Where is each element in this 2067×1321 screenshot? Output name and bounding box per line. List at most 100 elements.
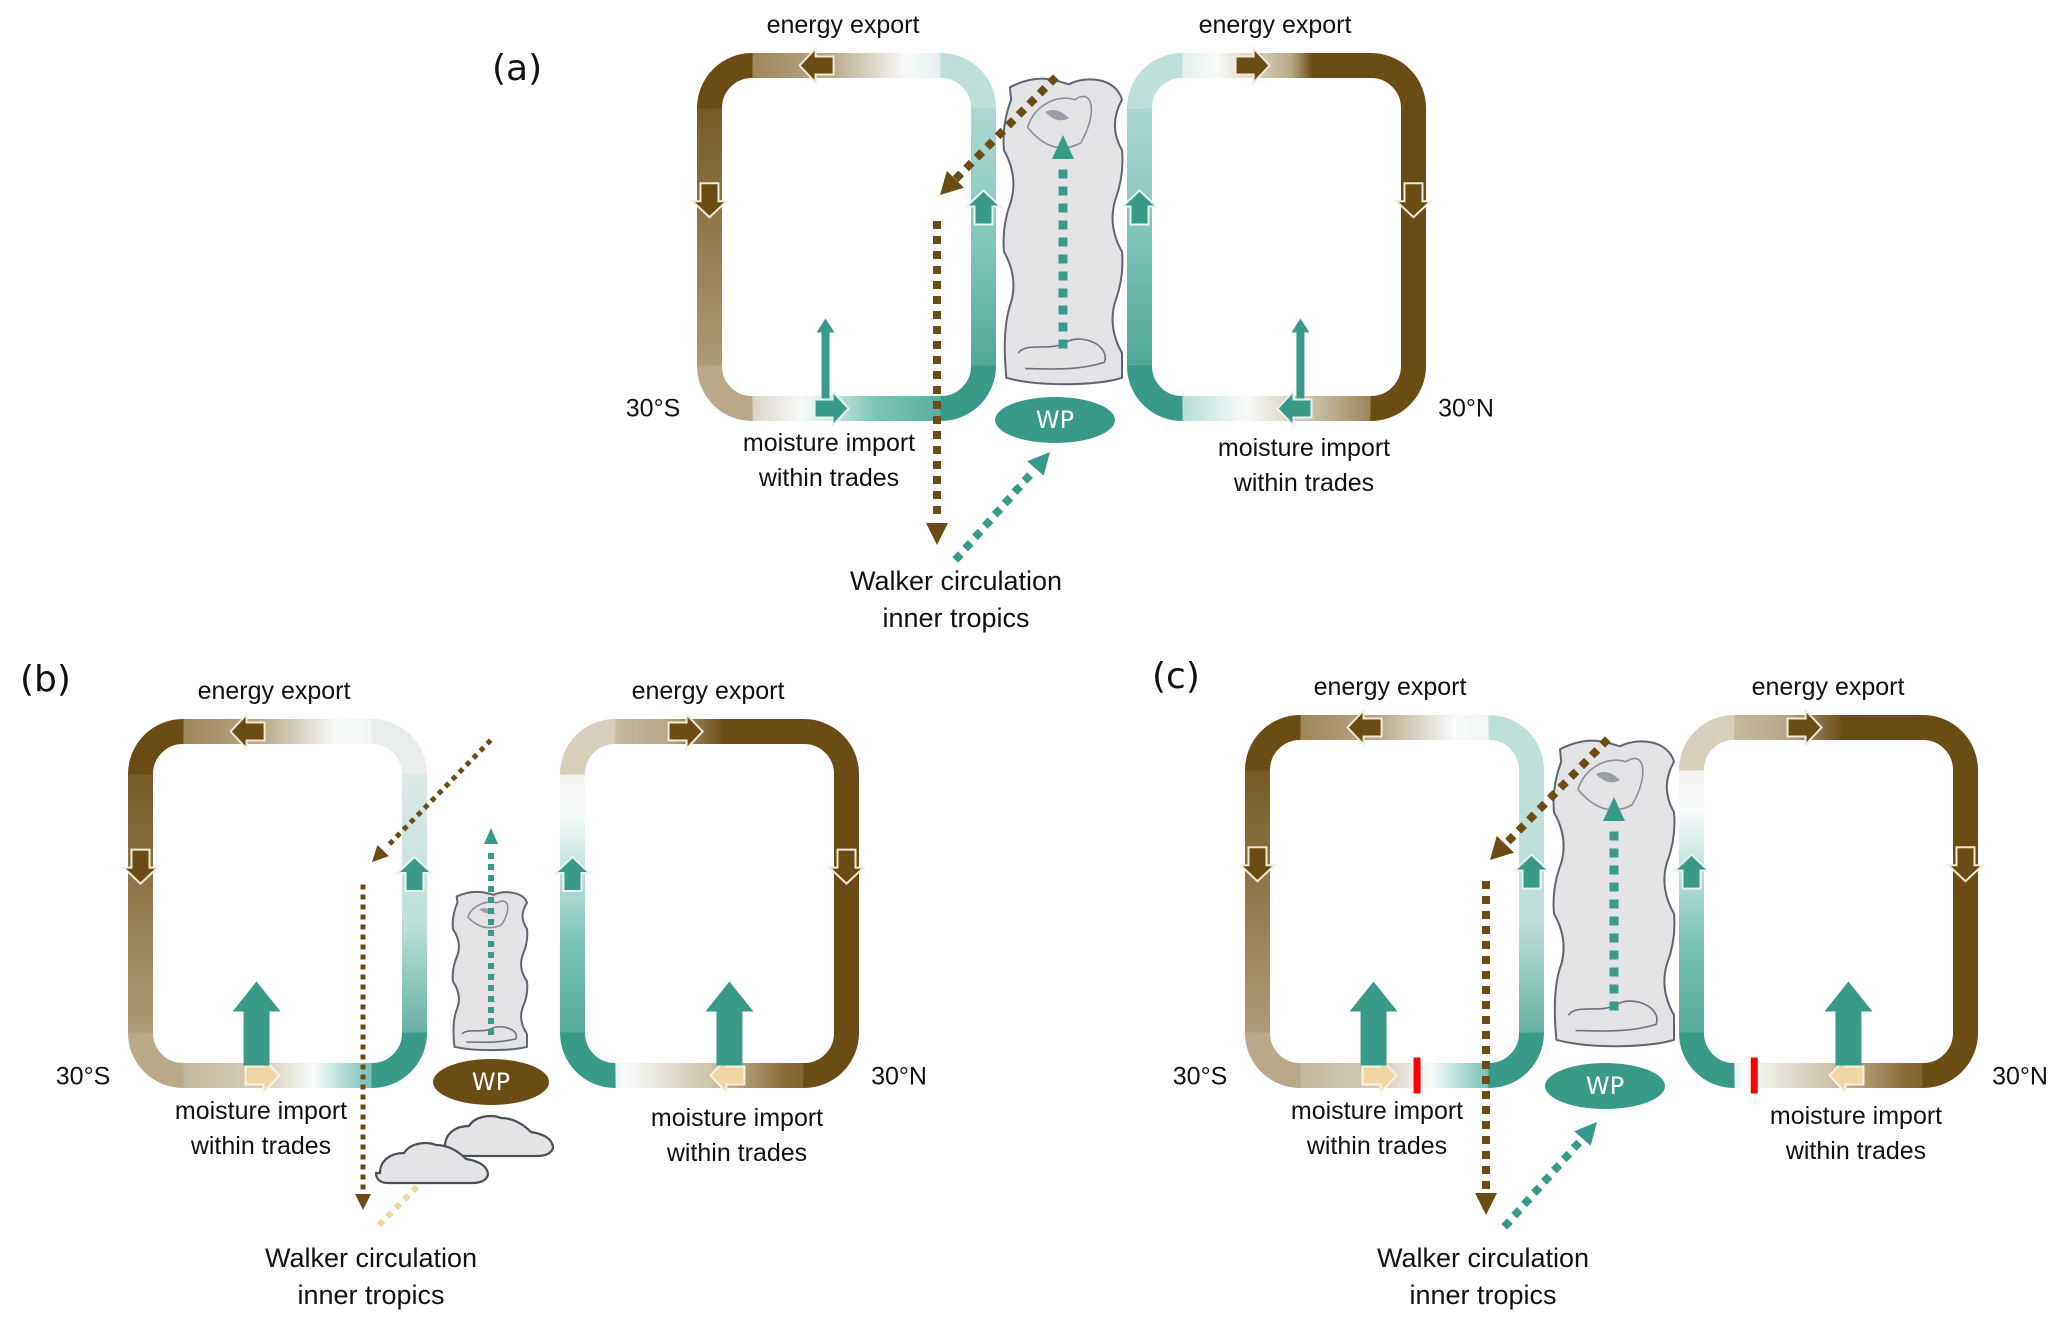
trade-wind-arrow-south <box>813 388 850 429</box>
arrow-dot <box>1609 865 1619 875</box>
arrow-dot <box>360 1014 366 1020</box>
arrow-dot <box>1531 1184 1543 1196</box>
arrow-dot <box>1011 483 1023 495</box>
arrow-dot <box>360 1084 366 1090</box>
panel-c-moisture-import-left-label: moisture import within trades <box>1291 1094 1463 1164</box>
trade-wind-arrow-north <box>1828 1055 1865 1096</box>
arrow-dot <box>1058 203 1068 213</box>
subsidence-arrow-north <box>1945 846 1986 883</box>
arrow-dot <box>410 1184 420 1194</box>
loop-corner-bottom-right <box>1921 1031 1978 1088</box>
arrow-dot <box>994 127 1007 140</box>
loop-corner-bottom-left <box>697 364 754 421</box>
arrow-dot <box>488 985 494 991</box>
arrow-dot <box>1599 736 1611 748</box>
arrow-dot <box>1482 1061 1490 1069</box>
arrow-dot <box>1501 1218 1513 1230</box>
arrow-dot <box>1515 822 1527 834</box>
arrow-dot <box>991 506 1004 518</box>
arrow-dot <box>1482 986 1490 994</box>
arrow-dot <box>933 266 941 274</box>
panel-c-lat-south-label: 30°S <box>1172 1062 1228 1091</box>
arrow-dot <box>933 506 941 514</box>
subsidence-arrow-north <box>1393 182 1434 219</box>
arrow-dot <box>488 974 494 980</box>
loop-corner-top-left <box>1679 715 1736 772</box>
arrow-dot <box>1521 1195 1533 1208</box>
arrow-dot <box>933 326 941 334</box>
arrow-dot <box>1609 916 1619 926</box>
cloud-column-core <box>1045 110 1069 121</box>
arrow-dot <box>360 1154 366 1160</box>
arrow-dot <box>1482 956 1490 964</box>
southern-hadley-cell <box>697 53 996 421</box>
arrow-dot <box>360 1144 366 1150</box>
walker-descent-arrow <box>926 221 948 545</box>
arrow-dot <box>360 904 366 910</box>
loop-corner-bottom-left <box>1679 1031 1736 1088</box>
arrow-dot <box>1482 1091 1490 1099</box>
panel-a-energy-export-right-label: energy export <box>1198 11 1352 39</box>
arrow-dot <box>393 1201 403 1211</box>
arrow-head <box>1603 797 1625 821</box>
loop-corner-top-right <box>802 719 859 776</box>
convection-arrow <box>484 828 498 1035</box>
loop-corner-bottom-right <box>1369 364 1426 421</box>
arrow-dot <box>933 461 941 469</box>
arrow-dot <box>1536 800 1548 813</box>
label-line: within trades <box>1785 1137 1927 1165</box>
arrow-dot <box>962 540 974 552</box>
arrow-dot <box>360 1114 366 1120</box>
arrow-head <box>372 844 389 862</box>
subsidence-arrow-south <box>1237 846 1278 883</box>
convective-cloud-column <box>1552 739 1676 1048</box>
arrow-dot <box>360 1054 366 1060</box>
arrow-dot <box>1609 831 1619 841</box>
arrow-dot <box>1609 933 1619 943</box>
label-line: moisture import <box>1217 434 1391 462</box>
arrow-dot <box>933 476 941 484</box>
arrow-dot <box>1609 1001 1619 1011</box>
arrow-dot <box>973 149 986 161</box>
loop-corner-top-right <box>370 719 427 776</box>
arrow-dot <box>436 788 444 796</box>
arrow-dot <box>360 1184 366 1190</box>
ascent-arrow-south <box>963 189 1004 226</box>
arrow-dot <box>933 431 941 439</box>
arrow-head <box>926 523 948 545</box>
arrow-dot <box>1482 926 1490 934</box>
arrow-dot <box>1609 984 1619 994</box>
panel-b-energy-export-right-label: energy export <box>631 677 785 705</box>
arrow-dot <box>1546 790 1559 802</box>
energy-export-arrow-north <box>667 711 704 752</box>
ascent-arrow-north <box>1671 853 1712 890</box>
arrow-dot <box>1526 811 1538 823</box>
ascent-arrow-south <box>394 855 435 892</box>
ascent-arrow-north <box>552 855 593 892</box>
arrow-dot <box>360 1034 366 1040</box>
arrow-dot <box>488 952 494 958</box>
cloud-column-base <box>461 1026 518 1044</box>
small-cloud-back <box>439 1115 555 1158</box>
walker-upper-branch-arrow <box>372 738 493 862</box>
arrow-dot <box>933 221 941 229</box>
loop-corner-bottom-right <box>370 1031 427 1088</box>
arrow-dot <box>1058 271 1068 281</box>
arrow-dot <box>360 894 366 900</box>
arrow-dot <box>952 170 965 182</box>
panel-c-energy-export-right-label: energy export <box>1751 673 1905 701</box>
label-line: moisture import <box>1290 1097 1464 1125</box>
arrow-dot <box>360 1064 366 1070</box>
arrow-dot <box>457 767 465 775</box>
label-line: within trades <box>1233 469 1375 497</box>
arrow-dot <box>488 941 494 947</box>
energy-export-arrow-south <box>229 711 266 752</box>
arrow-dot <box>1021 472 1033 484</box>
energy-export-arrow-north <box>1234 45 1271 86</box>
convection-arrow <box>1603 797 1625 1011</box>
arrow-dot <box>488 908 494 914</box>
label-line: Walker circulation <box>849 566 1063 596</box>
arrow-dot <box>415 810 423 818</box>
label-line: within trades <box>666 1139 808 1167</box>
